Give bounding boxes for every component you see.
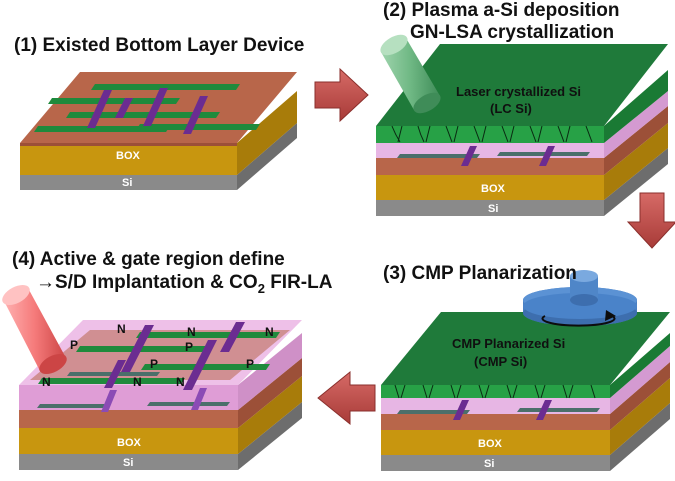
bottom-device-side xyxy=(604,106,668,175)
oxide-side xyxy=(610,346,670,414)
si-substrate-front xyxy=(19,454,238,470)
box-layer-side xyxy=(238,376,302,454)
dopant-n-label: N xyxy=(265,325,274,339)
step1-green-lines xyxy=(34,84,260,132)
bottom-device-front xyxy=(376,158,604,175)
si-substrate-side xyxy=(610,403,670,471)
cmp-si-side xyxy=(610,333,670,398)
box-layer-front xyxy=(376,175,604,200)
step1-gates xyxy=(87,88,208,134)
box-layer-front xyxy=(20,143,237,175)
dopant-labels: N N N P P P P N N N xyxy=(42,322,274,389)
step3-title: (3) CMP Planarization xyxy=(383,263,577,284)
step1-si-label: Si xyxy=(122,177,132,189)
step2-buried-lines xyxy=(397,152,590,158)
laser-beam-red xyxy=(2,285,67,374)
step2-si-label: Si xyxy=(488,203,498,215)
box-layer-front xyxy=(19,428,238,454)
dopant-p-label: P xyxy=(70,338,78,352)
step4-gates xyxy=(104,322,245,390)
lc-si-top xyxy=(376,44,668,126)
arrow-step1-to-step2 xyxy=(314,67,369,123)
step3-box-label: BOX xyxy=(478,438,503,450)
grain-boundaries xyxy=(394,384,596,399)
step3-layer-label-2: (CMP Si) xyxy=(474,354,527,369)
step1-box-label: BOX xyxy=(116,150,141,162)
step2-stack: Laser crystallized Si (LC Si) BOX Si xyxy=(376,44,668,216)
step4-title-tail: FIR-LA xyxy=(265,272,333,293)
step4-stack: N N N P P P P N N N BOX Si xyxy=(19,320,302,470)
step4-buried-gates xyxy=(101,388,207,412)
lc-si-front xyxy=(376,126,604,143)
cmp-si-front xyxy=(381,385,610,398)
box-layer-side xyxy=(237,91,297,175)
arrow-step3-to-step4 xyxy=(317,370,376,426)
si-substrate-side xyxy=(604,148,668,216)
step4-title-subscript: 2 xyxy=(258,281,265,296)
grain-boundaries xyxy=(391,125,593,143)
si-substrate-front xyxy=(20,175,237,190)
box-layer-front xyxy=(381,430,610,455)
arrow-step2-to-step3 xyxy=(626,192,675,249)
bottom-device-front xyxy=(19,410,238,428)
si-substrate-front xyxy=(381,455,610,471)
si-substrate-side xyxy=(238,402,302,470)
dopant-n-label: N xyxy=(42,375,51,389)
bottom-device-edge xyxy=(20,143,237,146)
step1-stack: BOX Si xyxy=(20,72,297,190)
dopant-n-label: N xyxy=(176,375,185,389)
dopant-p-label: P xyxy=(246,357,254,371)
dopant-n-label: N xyxy=(133,375,142,389)
step2-buried-gates xyxy=(461,146,555,166)
dopant-n-label: N xyxy=(117,322,126,336)
step3-buried-lines xyxy=(397,408,600,414)
step3-layer-label-1: CMP Planarized Si xyxy=(452,336,565,351)
step4-title-line2: →S/D Implantation & CO2 FIR-LA xyxy=(36,272,333,296)
dopant-p-label: P xyxy=(150,357,158,371)
dopant-p-label: P xyxy=(185,340,193,354)
box-layer-side xyxy=(604,123,668,200)
step4-box-label: BOX xyxy=(117,437,142,449)
step2-title-line1: (2) Plasma a-Si deposition xyxy=(383,0,620,21)
step4-title-main: →S/D Implantation & CO xyxy=(36,272,258,293)
bottom-device-side xyxy=(238,358,302,428)
step2-layer-label-2: (LC Si) xyxy=(490,101,532,116)
cmp-polisher-icon xyxy=(523,270,637,327)
dopant-n-label: N xyxy=(187,325,196,339)
step2-title-line2: GN-LSA crystallization xyxy=(410,22,614,43)
laser-beam-green xyxy=(380,34,441,114)
bottom-device-side xyxy=(610,362,670,430)
step3-buried-gates xyxy=(453,400,552,420)
oxide-side xyxy=(604,91,668,158)
step3-stack: CMP Planarized Si (CMP Si) BOX Si xyxy=(381,312,670,471)
step2-box-label: BOX xyxy=(481,183,506,195)
box-layer-side xyxy=(610,378,670,455)
si-substrate-front xyxy=(376,200,604,216)
si-substrate-side xyxy=(237,123,297,190)
step1-title: (1) Existed Bottom Layer Device xyxy=(14,35,304,56)
step4-si-label: Si xyxy=(123,457,133,469)
cmp-si-top xyxy=(381,312,670,385)
oxide-side xyxy=(238,333,302,410)
lc-si-side xyxy=(604,70,668,143)
step3-si-label: Si xyxy=(484,458,494,470)
step2-layer-label-1: Laser crystallized Si xyxy=(456,84,581,99)
step4-title-line1: (4) Active & gate region define xyxy=(12,249,285,270)
bottom-device-front xyxy=(381,414,610,430)
